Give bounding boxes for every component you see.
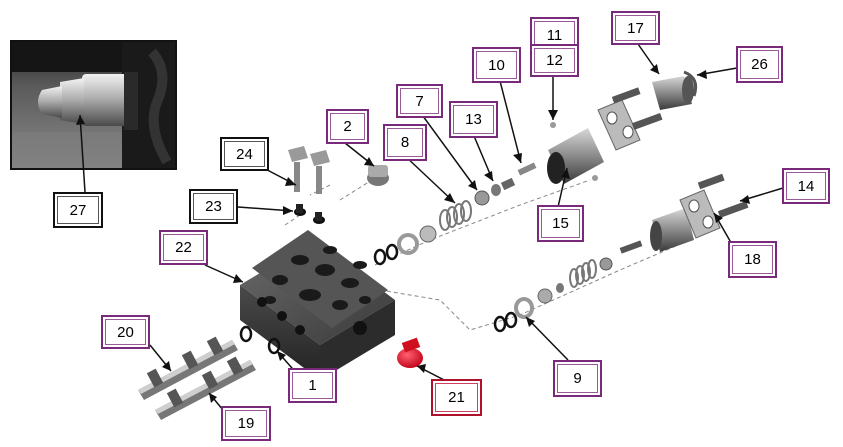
label-10: 10 (472, 47, 521, 83)
label-1: 1 (288, 368, 337, 403)
label-2: 2 (326, 109, 369, 144)
upper-seal-stack (373, 162, 537, 266)
o-rings-1 (239, 325, 281, 355)
leader-lines (79, 43, 784, 411)
end-cap-17 (652, 70, 698, 110)
spring-housing-15 (547, 99, 641, 184)
label-19: 19 (221, 406, 271, 441)
bolts-upper (611, 87, 663, 130)
red-plug (397, 337, 423, 368)
label-23: 23 (189, 189, 238, 224)
leader-arrowheads (76, 64, 750, 403)
label-7: 7 (396, 84, 443, 118)
fitting-photo (10, 40, 177, 170)
label-22: 22 (159, 230, 208, 265)
label-17: 17 (611, 11, 660, 45)
plug-bolts (288, 146, 330, 224)
label-13: 13 (449, 101, 498, 138)
label-18: 18 (728, 241, 777, 278)
label-8: 8 (383, 124, 427, 161)
spool-19 (155, 356, 256, 420)
label-24: 24 (220, 137, 269, 171)
label-9: 9 (553, 360, 602, 397)
label-15: 15 (537, 205, 584, 242)
label-21: 21 (431, 379, 482, 416)
fitting-photo-image (12, 42, 175, 168)
valve-block (240, 230, 395, 380)
label-27: 27 (53, 192, 103, 228)
lower-seal-stack (493, 173, 749, 333)
plug-2 (367, 165, 389, 186)
label-12: 12 (530, 44, 579, 77)
label-14: 14 (782, 168, 830, 204)
label-26: 26 (736, 46, 783, 83)
label-20: 20 (101, 315, 150, 349)
spool-20 (138, 336, 238, 400)
